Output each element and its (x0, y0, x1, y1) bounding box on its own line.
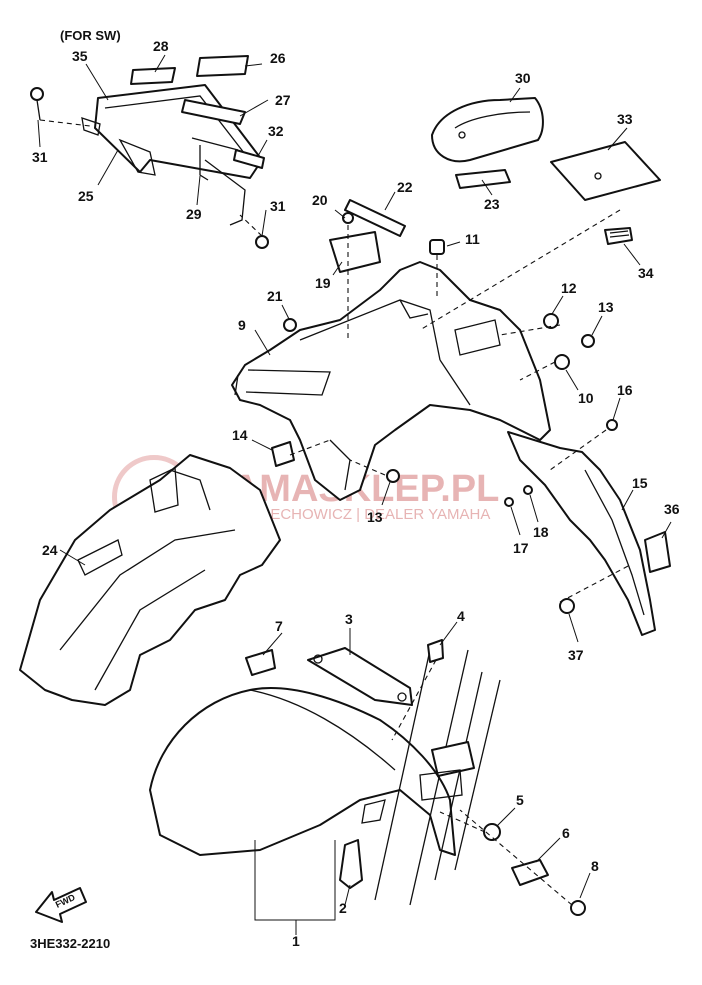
callout-31-left[interactable]: 31 (32, 149, 48, 165)
callout-8[interactable]: 8 (591, 858, 599, 874)
callout-17[interactable]: 17 (513, 540, 529, 556)
front-fender (149, 687, 456, 856)
callout-34[interactable]: 34 (638, 265, 654, 281)
callout-26[interactable]: 26 (270, 50, 286, 66)
callout-6[interactable]: 6 (562, 825, 570, 841)
callout-35[interactable]: 35 (72, 48, 88, 64)
sw-variant-note: (FOR SW) (60, 28, 121, 43)
callout-15[interactable]: 15 (632, 475, 648, 491)
callout-28[interactable]: 28 (153, 38, 169, 54)
callout-24[interactable]: 24 (42, 542, 58, 558)
callout-36[interactable]: 36 (664, 501, 680, 517)
callout-25[interactable]: 25 (78, 188, 94, 204)
rear-pad-parts (431, 97, 661, 245)
assembly-lines (39, 119, 631, 906)
callout-21[interactable]: 21 (267, 288, 283, 304)
front-fork (374, 649, 501, 906)
callout-22[interactable]: 22 (397, 179, 413, 195)
callout-20[interactable]: 20 (312, 192, 328, 208)
leader-lines (37, 54, 672, 935)
callout-4[interactable]: 4 (457, 608, 465, 624)
callout-19[interactable]: 19 (315, 275, 331, 291)
callout-27[interactable]: 27 (275, 92, 291, 108)
callout-16[interactable]: 16 (617, 382, 633, 398)
hardware (245, 199, 671, 916)
callout-1[interactable]: 1 (292, 933, 300, 949)
callout-33[interactable]: 33 (617, 111, 633, 127)
callout-13-upper[interactable]: 13 (598, 299, 614, 315)
callout-5[interactable]: 5 (516, 792, 524, 808)
watermark-subline: WOJCIECHOWICZ | DEALER YAMAHA (222, 506, 491, 523)
callout-2[interactable]: 2 (339, 900, 347, 916)
callout-31-right[interactable]: 31 (270, 198, 286, 214)
drawing-code: 3HE332-2210 (30, 936, 111, 951)
callout-14[interactable]: 14 (232, 427, 248, 443)
callout-9[interactable]: 9 (238, 317, 246, 333)
rear-flap (507, 431, 656, 636)
callout-7[interactable]: 7 (275, 618, 283, 634)
callout-37[interactable]: 37 (568, 647, 584, 663)
inner-fender (19, 454, 281, 706)
callout-30[interactable]: 30 (515, 70, 531, 86)
callout-29[interactable]: 29 (186, 206, 202, 222)
callout-12[interactable]: 12 (561, 280, 577, 296)
callout-32[interactable]: 32 (268, 123, 284, 139)
callout-13-lower[interactable]: 13 (367, 509, 383, 525)
callout-23[interactable]: 23 (484, 196, 500, 212)
fwd-arrow-icon (35, 887, 87, 923)
callout-3[interactable]: 3 (345, 611, 353, 627)
callout-10[interactable]: 10 (578, 390, 594, 406)
callout-11[interactable]: 11 (465, 231, 480, 247)
callout-18[interactable]: 18 (533, 524, 549, 540)
seat-cover-assembly (30, 55, 269, 249)
